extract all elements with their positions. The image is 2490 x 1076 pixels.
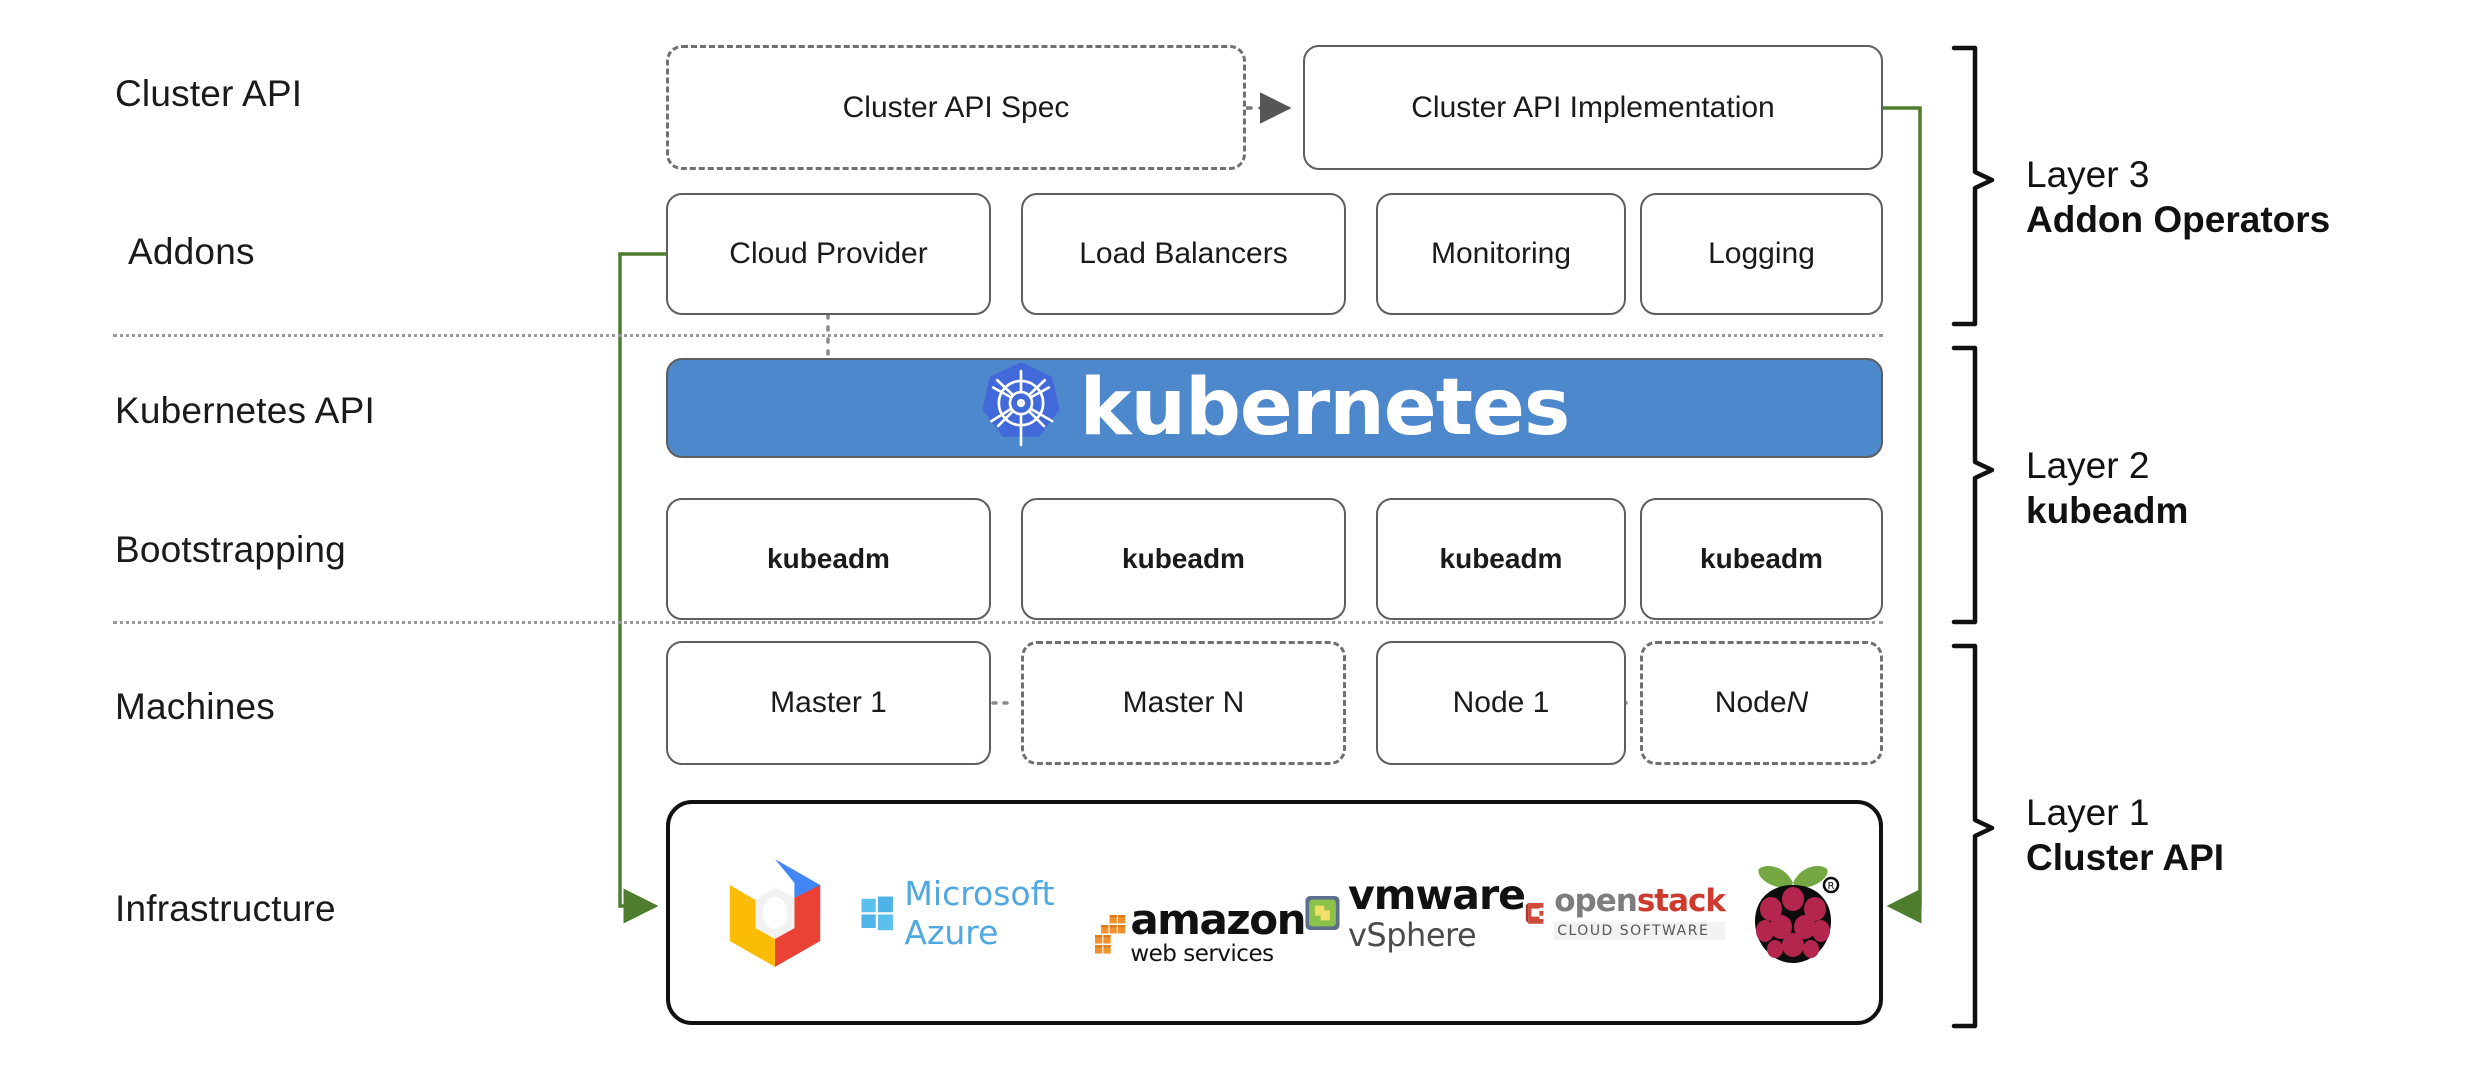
layer-3-brace <box>1951 45 1995 327</box>
cluster-api-spec-box[interactable]: Cluster API Spec <box>666 45 1246 170</box>
amazon-wordmark: amazon <box>1130 895 1306 944</box>
machine-box-master-n[interactable]: Master N <box>1021 641 1346 765</box>
gcp-hexagon-icon <box>729 858 821 967</box>
row-label-infrastructure: Infrastructure <box>115 888 336 929</box>
machine-label: Master 1 <box>770 686 887 719</box>
vsphere-sub-wordmark: vSphere <box>1347 915 1477 954</box>
raspberry-icon: R <box>1754 865 1839 963</box>
windows-squares-icon <box>861 896 893 930</box>
infrastructure-box[interactable] <box>666 800 1883 1025</box>
layer-1-brace <box>1951 643 1995 1029</box>
aws-boxes-icon <box>1095 914 1126 954</box>
addon-label: Load Balancers <box>1079 237 1288 270</box>
svg-text:R: R <box>1827 881 1834 892</box>
addon-box-load-balancers[interactable]: Load Balancers <box>1021 193 1346 315</box>
row-label-cluster-api: Cluster API <box>115 73 303 114</box>
bootstrap-box-4[interactable]: kubeadm <box>1640 498 1883 620</box>
separator-layer2-layer1 <box>113 621 1883 624</box>
openstack-wordmark: openstack <box>1554 882 1726 919</box>
bootstrap-label: kubeadm <box>767 543 890 574</box>
addon-label: Logging <box>1708 237 1815 270</box>
bootstrap-label: kubeadm <box>1700 543 1823 574</box>
machine-label: Master N <box>1122 686 1245 719</box>
addon-label: Monitoring <box>1430 237 1572 270</box>
kubernetes-helm-icon <box>982 362 1060 447</box>
row-label-kubernetes-api: Kubernetes API <box>115 390 375 431</box>
openstack-sub-wordmark: CLOUD SOFTWARE <box>1554 921 1725 940</box>
layer-2-brace <box>1951 345 1995 625</box>
row-label-addons: Addons <box>128 231 255 272</box>
layer-caption-2: Layer 2 kubeadm <box>2026 443 2188 533</box>
vsphere-tile-icon <box>1305 895 1340 930</box>
implementation-to-infrastructure-wire <box>1883 106 1922 924</box>
cloud-provider-to-infrastructure-wire <box>618 252 666 924</box>
row-label-machines: Machines <box>115 686 275 727</box>
aws-sub-wordmark: web services <box>1130 941 1274 967</box>
amazon-web-services-logo: amazon web services <box>1095 855 1306 970</box>
cluster-api-implementation-box[interactable]: Cluster API Implementation <box>1303 45 1883 170</box>
raspberry-pi-logo: R <box>1725 855 1860 970</box>
google-cloud-platform-logo <box>690 855 860 970</box>
machine-label-italic: N <box>1786 686 1809 719</box>
machine-label: Node <box>1714 686 1787 719</box>
openstack-cube-icon <box>1525 902 1544 924</box>
infrastructure-provider-logos: Microsoft Azure <box>690 855 1860 970</box>
addon-box-cloud-provider[interactable]: Cloud Provider <box>666 193 991 315</box>
layer-2-number: Layer 2 <box>2026 445 2150 486</box>
kubernetes-banner: kubernetes <box>666 358 1883 458</box>
cluster-api-spec-label: Cluster API Spec <box>842 90 1070 124</box>
layer-3-name: Addon Operators <box>2026 199 2331 241</box>
layer-2-name: kubeadm <box>2026 490 2189 532</box>
bootstrap-box-2[interactable]: kubeadm <box>1021 498 1346 620</box>
openstack-logo: openstack CLOUD SOFTWARE <box>1525 855 1726 970</box>
layer-3-number: Layer 3 <box>2026 154 2150 195</box>
machine-box-master-1[interactable]: Master 1 <box>666 641 991 765</box>
addon-box-monitoring[interactable]: Monitoring <box>1376 193 1626 315</box>
separator-layer3-layer2 <box>113 334 1883 337</box>
layer-caption-1: Layer 1 Cluster API <box>2026 790 2224 880</box>
bootstrap-box-3[interactable]: kubeadm <box>1376 498 1626 620</box>
bootstrap-box-1[interactable]: kubeadm <box>666 498 991 620</box>
machine-label: Node 1 <box>1452 686 1550 719</box>
vmware-wordmark: vmware <box>1347 870 1526 919</box>
addon-label: Cloud Provider <box>729 237 928 270</box>
machine-box-node-1[interactable]: Node 1 <box>1376 641 1626 765</box>
layer-caption-3: Layer 3 Addon Operators <box>2026 152 2330 242</box>
bootstrap-label: kubeadm <box>1439 543 1563 574</box>
vmware-vsphere-logo: vmware vSphere <box>1305 855 1526 970</box>
microsoft-azure-logo: Microsoft Azure <box>860 855 1095 970</box>
addon-box-logging[interactable]: Logging <box>1640 193 1883 315</box>
kubernetes-wordmark: kubernetes <box>1079 363 1571 453</box>
cluster-api-implementation-label: Cluster API Implementation <box>1411 90 1775 124</box>
layer-1-name: Cluster API <box>2026 837 2225 879</box>
azure-wordmark: Microsoft Azure <box>904 873 1055 952</box>
machine-box-node-n[interactable]: Node N <box>1640 641 1883 765</box>
bootstrap-label: kubeadm <box>1122 543 1245 574</box>
layer-1-number: Layer 1 <box>2026 792 2150 833</box>
row-label-bootstrapping: Bootstrapping <box>115 529 346 570</box>
